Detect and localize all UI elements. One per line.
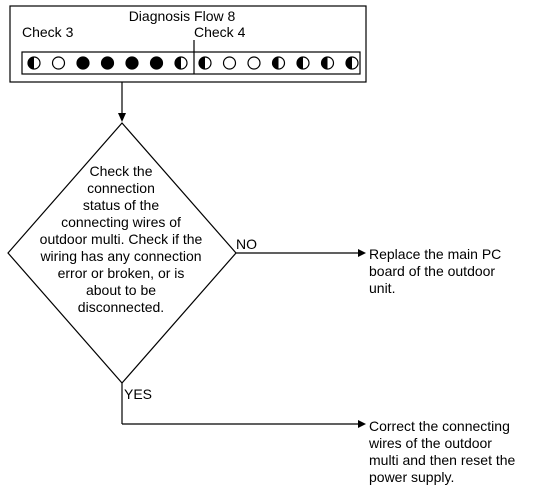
decision-line: status of the <box>82 197 160 213</box>
diagnosis-flow-title: Diagnosis Flow 8 <box>128 8 236 24</box>
decision-line: connection <box>87 180 155 196</box>
no-label: NO <box>236 236 257 252</box>
yes-result-text: Correct the connecting wires of the outd… <box>369 418 538 486</box>
decision-line: wiring has any connection <box>40 248 202 264</box>
no-result-line: board of the outdoor <box>369 263 496 279</box>
check3-led-off-icon <box>51 56 66 70</box>
no-result-line: Replace the main PC <box>369 246 502 262</box>
check4-led-group <box>198 56 359 70</box>
decision-line: about to be <box>85 282 157 298</box>
check3-led-on-icon <box>76 56 90 70</box>
decision-line: outdoor multi. Check if the <box>39 231 203 247</box>
yes-result-line: power supply. <box>369 469 455 485</box>
decision-line: connecting wires of <box>61 214 181 230</box>
yes-result-line: wires of the outdoor <box>369 435 492 451</box>
check3-led-on-icon <box>125 56 139 70</box>
no-branch-arrowhead <box>358 249 366 257</box>
check4-led-half-fill <box>321 57 328 69</box>
decision-text: Check the connection status of the conne… <box>0 163 242 316</box>
check4-led-half-fill <box>199 57 205 69</box>
check3-led-half-fill <box>175 57 181 69</box>
check3-led-group <box>27 56 188 70</box>
no-result-line: unit. <box>369 280 396 296</box>
decision-line: Check the <box>89 163 153 179</box>
check4-led-off-icon <box>247 56 261 70</box>
yes-branch-arrowhead <box>358 420 366 428</box>
yes-result-line: Correct the connecting <box>369 418 510 434</box>
decision-line: error or broken, or is <box>57 265 185 281</box>
arrowhead-to-decision <box>118 113 126 122</box>
check4-led-half-fill <box>346 57 352 69</box>
check4-led-off-icon <box>222 56 237 70</box>
check4-label: Check 4 <box>194 24 246 40</box>
check3-label: Check 3 <box>22 24 74 40</box>
led-row-box <box>21 51 361 75</box>
check3-led-on-icon <box>149 56 164 70</box>
check4-led-half-fill <box>297 57 303 69</box>
header-box <box>9 5 367 83</box>
no-result-text: Replace the main PC board of the outdoor… <box>369 246 538 297</box>
check3-led-half-fill <box>28 57 34 69</box>
yes-result-line: multi and then reset the <box>369 452 516 468</box>
check4-led-half-fill <box>272 57 279 69</box>
yes-label: YES <box>124 386 153 402</box>
decision-line: disconnected. <box>77 299 165 315</box>
check3-led-on-icon <box>100 56 115 70</box>
